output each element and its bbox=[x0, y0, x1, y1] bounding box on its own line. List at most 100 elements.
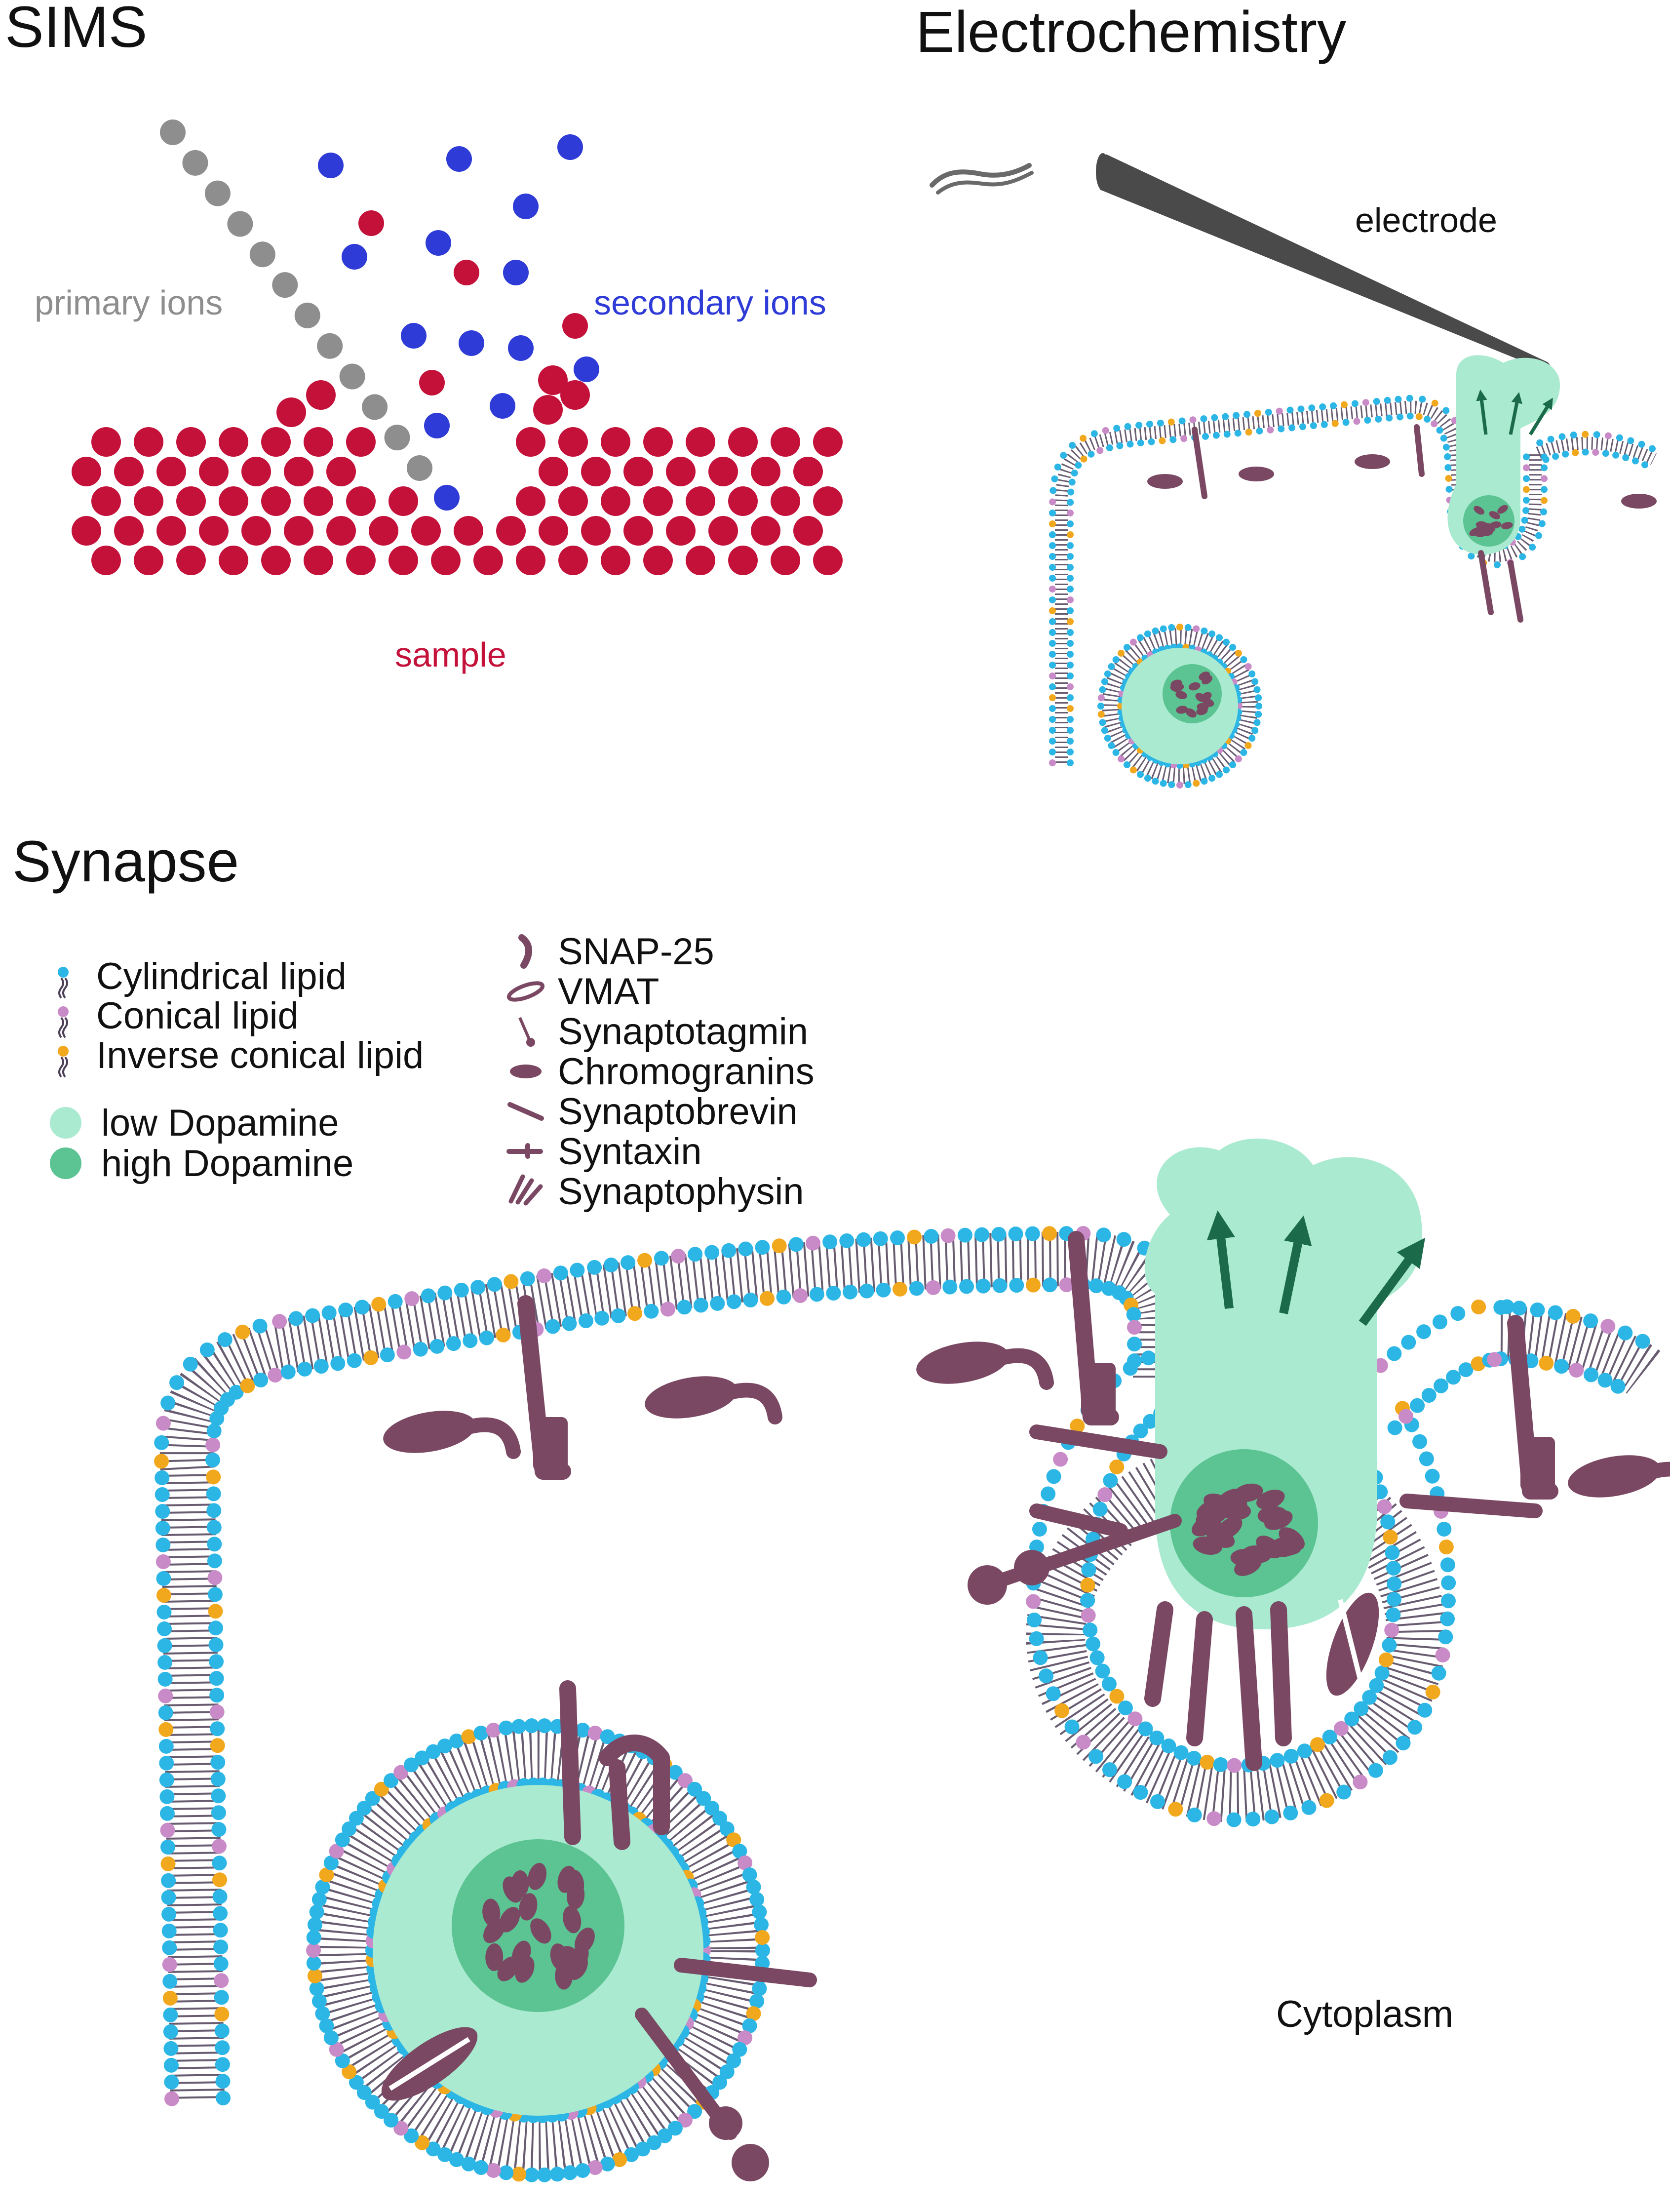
lipid-head bbox=[793, 1288, 808, 1304]
lipid-head bbox=[454, 1282, 469, 1298]
lipid-head bbox=[1049, 651, 1056, 658]
secondary-ion bbox=[358, 210, 384, 236]
lipid-head bbox=[156, 1571, 171, 1586]
lipid-head bbox=[155, 1537, 171, 1552]
lipid-head bbox=[1333, 1721, 1349, 1736]
lipid-head bbox=[1109, 1689, 1125, 1704]
lipid-head bbox=[1378, 1652, 1394, 1667]
lipid-head bbox=[240, 1378, 255, 1393]
lipid-head bbox=[1569, 1363, 1584, 1378]
lipid-head bbox=[1354, 1701, 1369, 1716]
lipid-head bbox=[1049, 596, 1056, 603]
lipid-head bbox=[169, 1375, 185, 1390]
chromogranin bbox=[1175, 691, 1187, 699]
lipid-head bbox=[1552, 453, 1559, 460]
lipid-head bbox=[211, 1805, 226, 1820]
lipid-head bbox=[374, 1781, 389, 1797]
lipid-head bbox=[1086, 1636, 1101, 1652]
lipid-head bbox=[1096, 447, 1104, 454]
lipid-head bbox=[710, 1296, 725, 1311]
lipid-head bbox=[163, 2057, 179, 2073]
lipid-icon bbox=[58, 967, 69, 978]
lipid-head bbox=[1593, 431, 1600, 438]
chromogranin bbox=[566, 1869, 584, 1897]
lipid-head bbox=[313, 1359, 329, 1374]
lipid-head bbox=[1067, 607, 1074, 614]
lipid-head bbox=[1385, 1545, 1400, 1560]
sample-atom bbox=[666, 516, 696, 546]
sample-atom bbox=[751, 457, 780, 486]
lipid-head bbox=[1161, 1738, 1176, 1754]
lipid-head bbox=[1208, 630, 1216, 637]
lipid-head bbox=[549, 2167, 565, 2182]
lipid-head bbox=[1244, 742, 1252, 749]
lipid-head bbox=[1049, 618, 1056, 625]
lipid-head bbox=[1097, 703, 1104, 710]
lipid-head bbox=[1049, 498, 1056, 506]
lipid-head bbox=[1336, 1784, 1352, 1800]
lipid-head bbox=[562, 1316, 577, 1331]
lipid-head bbox=[1112, 749, 1120, 756]
lipid-head bbox=[1067, 596, 1074, 603]
lipid-head bbox=[1440, 1611, 1455, 1626]
lipid-head bbox=[1541, 475, 1548, 482]
lipid-head bbox=[323, 1855, 339, 1870]
lipid-head bbox=[1123, 761, 1130, 768]
synaptophysin-icon bbox=[1236, 1606, 1262, 1771]
lipid-head bbox=[1425, 1468, 1440, 1484]
lipid-head bbox=[1310, 1737, 1325, 1752]
chromogranin-icon bbox=[510, 1065, 542, 1078]
sample-atom bbox=[581, 457, 611, 486]
lipid-head bbox=[319, 1867, 334, 1883]
synaptobrevin-icon bbox=[1029, 1424, 1167, 1459]
lipid-head bbox=[660, 1302, 675, 1317]
lipid-head bbox=[1270, 1753, 1285, 1768]
lipid-head bbox=[587, 1725, 603, 1740]
sample-atom bbox=[728, 427, 758, 457]
lipid-head bbox=[1424, 416, 1431, 423]
lipid-head bbox=[667, 1765, 683, 1780]
lipid-head bbox=[164, 2074, 179, 2090]
primary-ion bbox=[160, 119, 186, 145]
lipid-head bbox=[461, 2156, 476, 2172]
lipid-head bbox=[1301, 1800, 1317, 1815]
lipid-head bbox=[1101, 678, 1108, 685]
lipid-head bbox=[612, 2152, 627, 2167]
lipid-head bbox=[1570, 431, 1577, 438]
lipid-head bbox=[1138, 1721, 1153, 1737]
lipid-head bbox=[1129, 638, 1137, 646]
sample-atom bbox=[134, 427, 163, 457]
lipid-head bbox=[207, 1570, 223, 1585]
lipid-head bbox=[1229, 644, 1237, 651]
chromogranin bbox=[1501, 522, 1513, 529]
synaptotagmin-icon bbox=[732, 2144, 769, 2181]
sample-atom bbox=[241, 457, 271, 486]
syntaxin-icon bbox=[1520, 1437, 1555, 1491]
lipid-head bbox=[206, 1503, 222, 1518]
lipid-head bbox=[1087, 450, 1095, 458]
lipid-head bbox=[217, 1332, 233, 1347]
snap-25-icon bbox=[383, 1411, 476, 1453]
secondary-ion bbox=[503, 260, 529, 285]
lipid-head bbox=[1412, 1434, 1428, 1449]
lipid-head bbox=[212, 1872, 228, 1888]
lipid-head bbox=[1127, 1711, 1143, 1727]
sample-atom bbox=[686, 546, 715, 575]
lipid-head bbox=[213, 1956, 229, 1972]
lipid-head bbox=[1127, 1320, 1142, 1335]
syntaxin-icon bbox=[506, 1143, 543, 1159]
lipid-head bbox=[1096, 1227, 1111, 1243]
lipid-head bbox=[1243, 411, 1250, 418]
chromogranin bbox=[485, 1943, 504, 1971]
lipid-head bbox=[1008, 1226, 1023, 1242]
lipid-head bbox=[942, 1279, 958, 1295]
sample-atom bbox=[686, 427, 715, 457]
chromogranin bbox=[528, 1862, 547, 1890]
lipid-head bbox=[437, 1285, 453, 1301]
membrane-protein-icon bbox=[1508, 560, 1523, 623]
lipid-head bbox=[1102, 1762, 1117, 1778]
sample-atom bbox=[261, 427, 291, 457]
lipid-head bbox=[1049, 749, 1056, 755]
lipid-head bbox=[611, 1308, 626, 1323]
lipid-head bbox=[206, 1520, 222, 1535]
